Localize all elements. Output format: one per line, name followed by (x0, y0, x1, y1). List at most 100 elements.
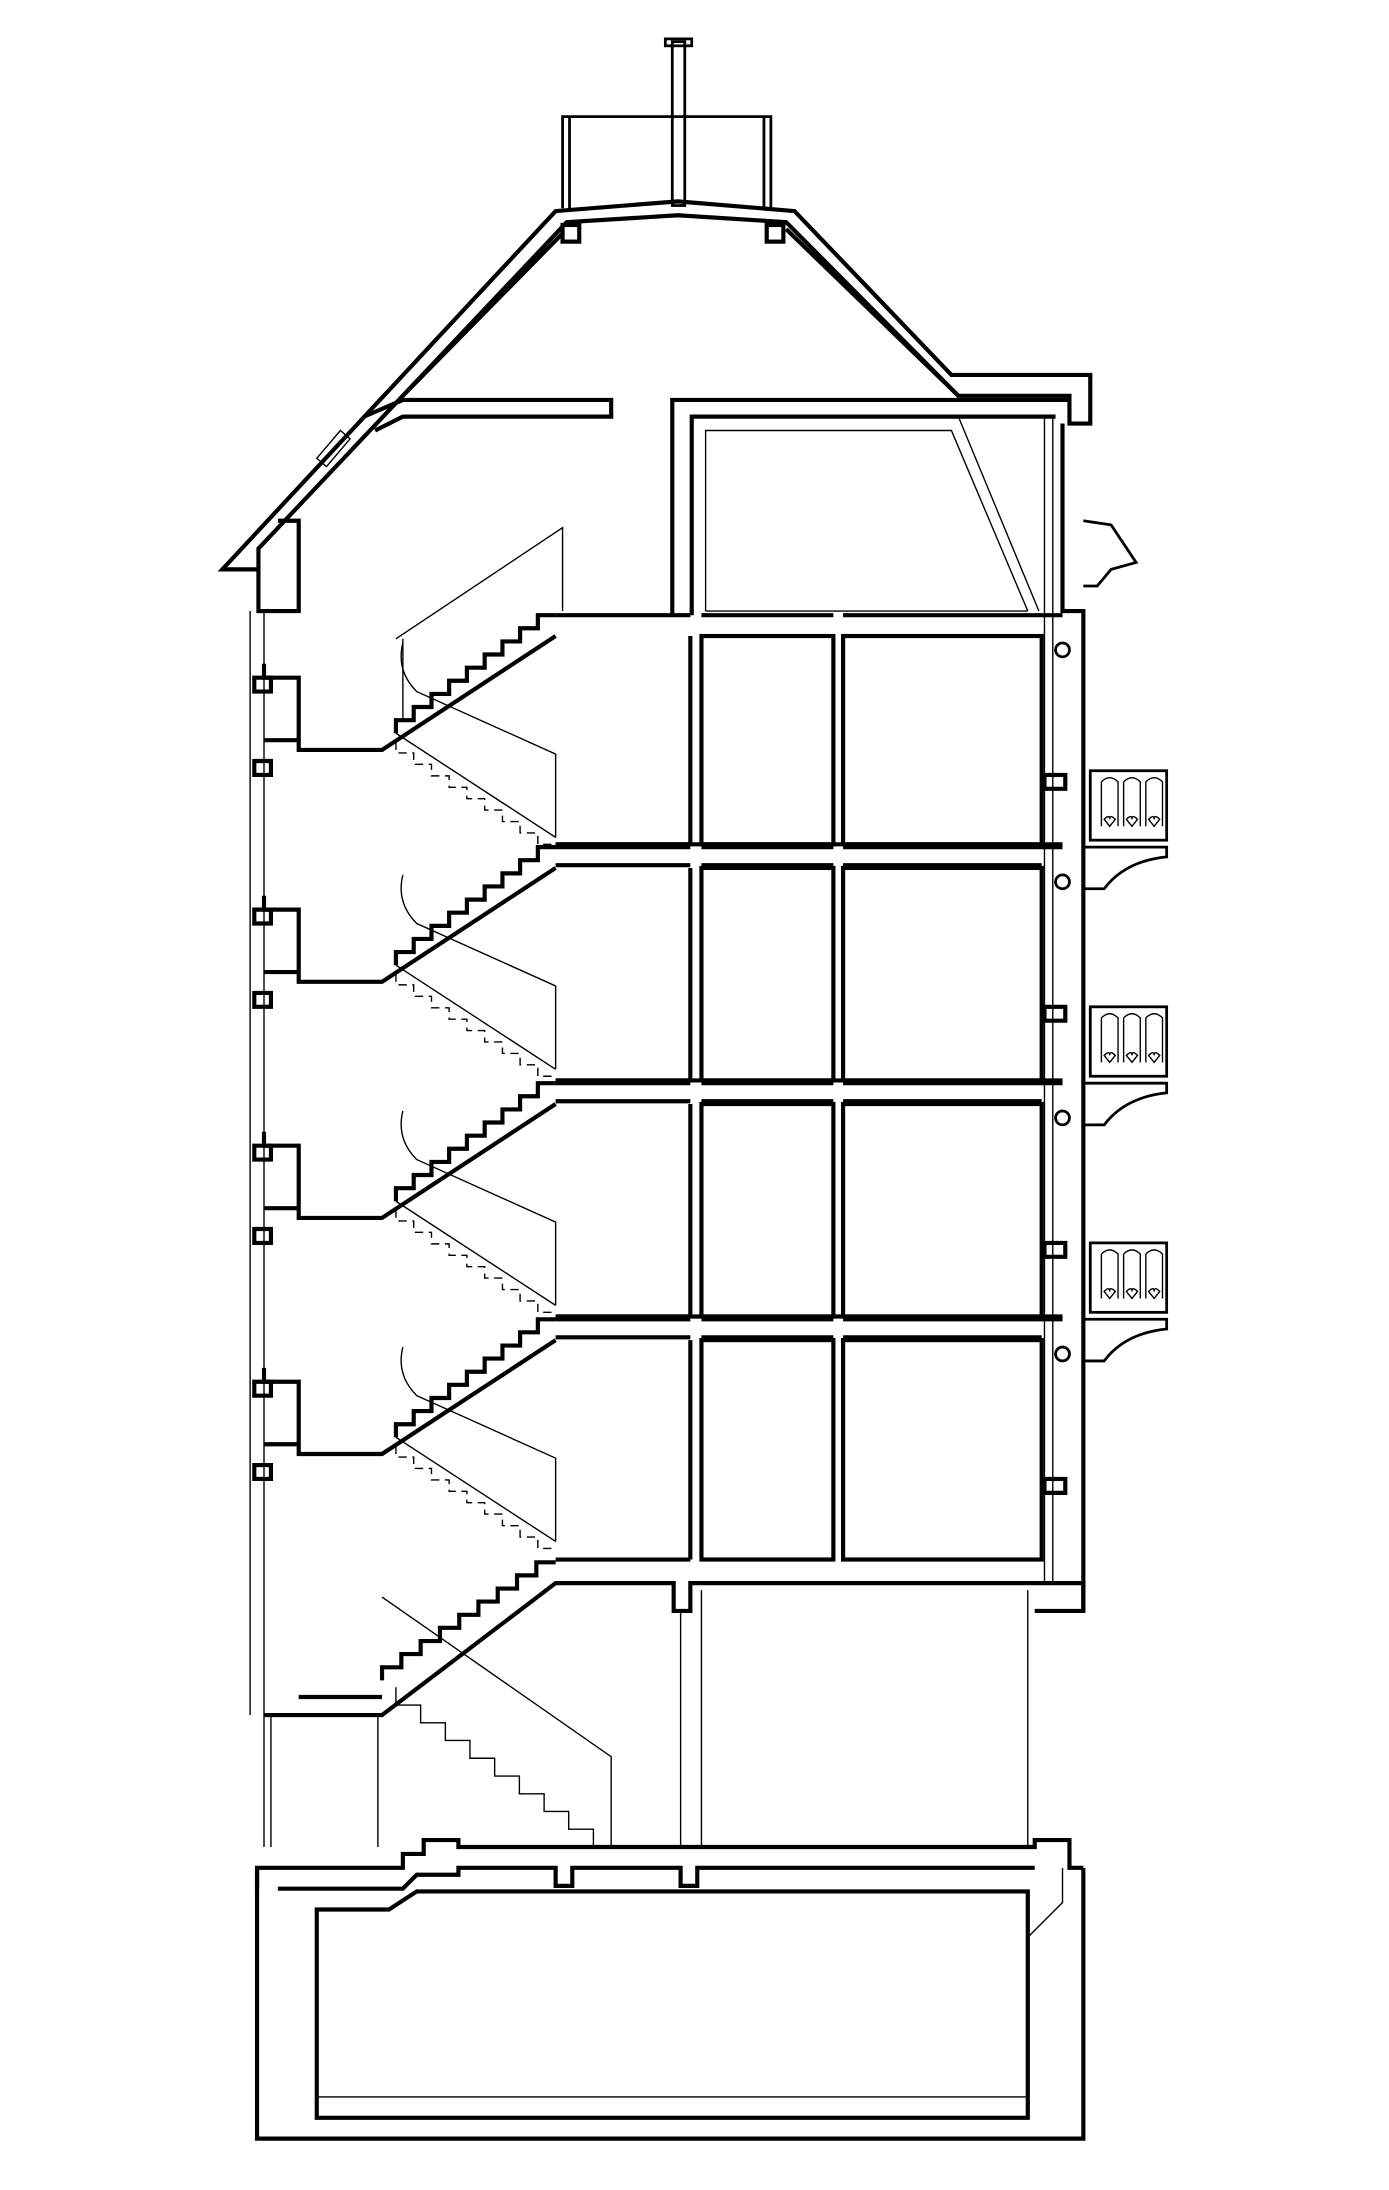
balcony-baluster (1122, 1013, 1141, 1063)
stair-flight-up (393, 613, 556, 734)
attic-room (670, 397, 1070, 616)
heart-ornament (1147, 815, 1161, 828)
roof-inner-slope (398, 227, 960, 401)
stair-handrail (395, 964, 557, 1070)
ground-bottom-slab-inner (277, 1865, 1035, 1891)
left-facade (249, 518, 301, 1847)
stair-landing-slab (261, 634, 557, 752)
basement-stair-flight (395, 1687, 619, 1848)
balcony-baluster (1122, 1249, 1141, 1299)
stair-flight-up (393, 1317, 556, 1438)
stair-stringer (400, 642, 557, 838)
room-right (841, 1338, 1044, 1562)
balcony-railing (1088, 1241, 1169, 1314)
stair-landing-slab (261, 1338, 557, 1457)
room-middle (699, 865, 836, 1083)
stair-landing-slab (261, 866, 557, 984)
attic-room-inner (704, 416, 1040, 612)
balcony-baluster (1100, 1249, 1119, 1299)
attic-stair-outline (395, 526, 564, 723)
room-middle (699, 633, 836, 847)
left-facade-line (249, 611, 265, 1847)
floor-slab (555, 1314, 1063, 1340)
left-window-sill (252, 1143, 274, 1245)
stair-flight-hidden (395, 741, 556, 846)
room-right (841, 633, 1044, 847)
right-window-sill (1042, 1240, 1068, 1259)
right-window-sill (1042, 772, 1068, 791)
ground-bottom-slab (254, 1837, 1084, 1889)
roof (217, 37, 1139, 616)
heart-ornament (1103, 1051, 1117, 1064)
attic-floor-left (363, 397, 614, 433)
right-window-rod (1054, 1109, 1071, 1127)
stair-flight-up (393, 1081, 556, 1202)
balcony-console (1083, 845, 1169, 891)
heart-ornament (1103, 815, 1117, 828)
stair-stringer (400, 1346, 557, 1542)
room-middle (699, 1338, 836, 1562)
chimney (670, 40, 687, 207)
room-middle (699, 1101, 836, 1319)
right-window-sill (1042, 1476, 1068, 1495)
heart-ornament (1147, 1288, 1161, 1300)
left-window-sill (252, 907, 274, 1009)
chimney-cap (663, 37, 694, 48)
balcony-railing (1088, 769, 1169, 842)
floor-slab (555, 842, 1063, 868)
right-window-rod (1054, 873, 1071, 891)
floor-slab (555, 1078, 1063, 1104)
heart-ornament (1103, 1288, 1117, 1300)
heart-ornament (1147, 1051, 1161, 1064)
mansard-window (1083, 519, 1139, 588)
basement-stair-stringer (381, 1596, 612, 1847)
ground-slab (263, 1581, 1086, 1718)
roof-beam-left (560, 222, 582, 244)
right-wall (1060, 423, 1086, 1611)
right-window-rod (1054, 1345, 1071, 1363)
stair-flight-hidden (395, 1445, 556, 1550)
dormer-left (315, 429, 352, 468)
balcony-console (1083, 1317, 1169, 1363)
stair-flight-up (393, 845, 556, 966)
balcony-baluster (1100, 1013, 1119, 1063)
stair-flight-hidden (395, 973, 556, 1077)
balconies (1083, 769, 1169, 1363)
ground-rooms (270, 1590, 1029, 1847)
balcony-baluster (1145, 776, 1164, 827)
heart-ornament (1125, 815, 1139, 828)
roof-railing (561, 115, 773, 209)
stair-stringer (400, 1110, 557, 1306)
balcony-baluster (1145, 1013, 1164, 1063)
roof-outline (217, 199, 1093, 572)
heart-ornament (1125, 1288, 1139, 1300)
right-window-rod (1054, 641, 1071, 659)
basement (254, 1867, 1086, 2141)
floors (252, 526, 1071, 1848)
stair-handrail (395, 1200, 557, 1306)
basement-inner-wall (314, 1889, 1030, 2120)
ground-stair-flight (379, 1560, 556, 1681)
room-right (841, 865, 1044, 1083)
basement-outer-wall (254, 1867, 1086, 2141)
ground-floor (254, 1581, 1086, 1891)
balcony-railing (1088, 1005, 1169, 1078)
stair-flight-hidden (395, 1209, 556, 1314)
right-window-line (1043, 416, 1054, 1584)
balcony-console (1083, 1081, 1169, 1127)
stair-handrail (395, 732, 557, 838)
room-right (841, 1101, 1044, 1319)
right-window-sill (1042, 1004, 1068, 1023)
stair-handrail (395, 1436, 557, 1543)
balcony-baluster (1122, 776, 1141, 827)
stair-stringer (400, 874, 557, 1070)
left-window-sill (252, 1379, 274, 1482)
basement-ramp (1027, 1867, 1064, 1938)
left-window-sill (252, 675, 274, 777)
right-facade (1043, 416, 1086, 1611)
left-wall-top (256, 518, 301, 614)
roof-beam-right (764, 222, 786, 244)
heart-ornament (1125, 1051, 1139, 1064)
balcony-baluster (1145, 1249, 1164, 1299)
